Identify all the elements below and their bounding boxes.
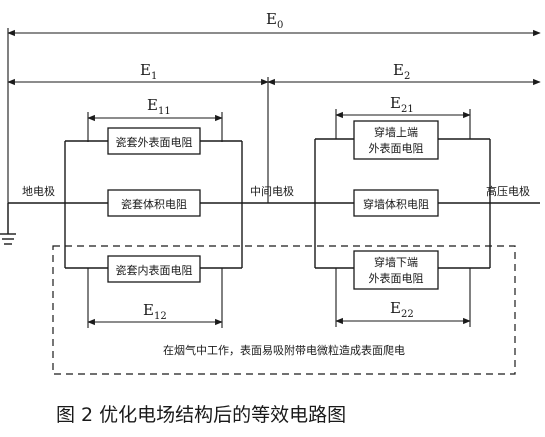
- surface-creepage-region: 在烟气中工作，表面易吸附带电微粒造成表面爬电: [52, 245, 516, 375]
- resistor-wall-volume: 穿墙体积电阻: [353, 189, 439, 217]
- dimension-e22: E22: [335, 299, 471, 325]
- wall-lower-outer-label-line2: 外表面电阻: [369, 271, 424, 285]
- resistor-wall-upper-outer-surface: 穿墙上端 外表面电阻: [353, 120, 439, 160]
- resistor-porcelain-inner-surface: 瓷套内表面电阻: [107, 255, 201, 283]
- resistor-porcelain-outer-surface: 瓷套外表面电阻: [107, 127, 201, 155]
- wall-lower-outer-label-line1: 穿墙下端: [374, 255, 418, 269]
- figure-caption: 图 2 优化电场结构后的等效电路图: [56, 404, 346, 426]
- e22-sub: 22: [401, 309, 414, 320]
- e0-sub: 0: [277, 20, 283, 31]
- extension-lines: [7, 28, 471, 328]
- e11-sub: 11: [158, 106, 171, 117]
- e21-main: E: [390, 94, 401, 112]
- svg-text:E21: E21: [390, 94, 414, 115]
- circuit-wiring: [8, 138, 540, 269]
- ground-electrode-label: 地电极: [22, 184, 55, 198]
- e12-main: E: [143, 301, 154, 319]
- wall-upper-outer-label-line2: 外表面电阻: [369, 141, 424, 155]
- e21-sub: 21: [401, 104, 414, 115]
- e1-sub: 1: [151, 71, 157, 82]
- creepage-note: 在烟气中工作，表面易吸附带电微粒造成表面爬电: [163, 343, 405, 357]
- porcelain-outer-surface-label: 瓷套外表面电阻: [116, 135, 193, 149]
- resistor-wall-lower-outer-surface: 穿墙下端 外表面电阻: [353, 250, 439, 290]
- porcelain-volume-label: 瓷套体积电阻: [121, 197, 187, 211]
- e11-main: E: [147, 96, 158, 114]
- wall-upper-outer-label-line1: 穿墙上端: [374, 125, 418, 139]
- svg-text:E11: E11: [147, 96, 171, 117]
- dimension-e12: E12: [87, 301, 223, 326]
- dimension-e11: E11: [87, 96, 223, 122]
- e12-sub: 12: [154, 311, 167, 322]
- dimension-e0: E0: [7, 10, 541, 37]
- dimension-e21: E21: [335, 94, 471, 119]
- e2-main: E: [393, 61, 404, 79]
- dimension-e1: E1: [7, 61, 269, 86]
- dimension-e2: E2: [267, 61, 541, 86]
- porcelain-inner-surface-label: 瓷套内表面电阻: [116, 263, 193, 277]
- svg-text:E12: E12: [143, 301, 167, 322]
- svg-text:E0: E0: [266, 10, 283, 31]
- svg-text:E1: E1: [140, 61, 157, 82]
- e1-main: E: [140, 61, 151, 79]
- svg-text:E2: E2: [393, 61, 410, 82]
- e22-main: E: [390, 299, 401, 317]
- wall-volume-label: 穿墙体积电阻: [363, 197, 429, 211]
- e2-sub: 2: [404, 71, 410, 82]
- e0-main: E: [266, 10, 277, 28]
- middle-electrode-label: 中间电极: [250, 184, 294, 198]
- resistor-porcelain-volume: 瓷套体积电阻: [107, 189, 201, 217]
- high-voltage-electrode-label: 高压电极: [486, 184, 530, 198]
- svg-text:E22: E22: [390, 299, 414, 320]
- ground-symbol: [0, 203, 16, 245]
